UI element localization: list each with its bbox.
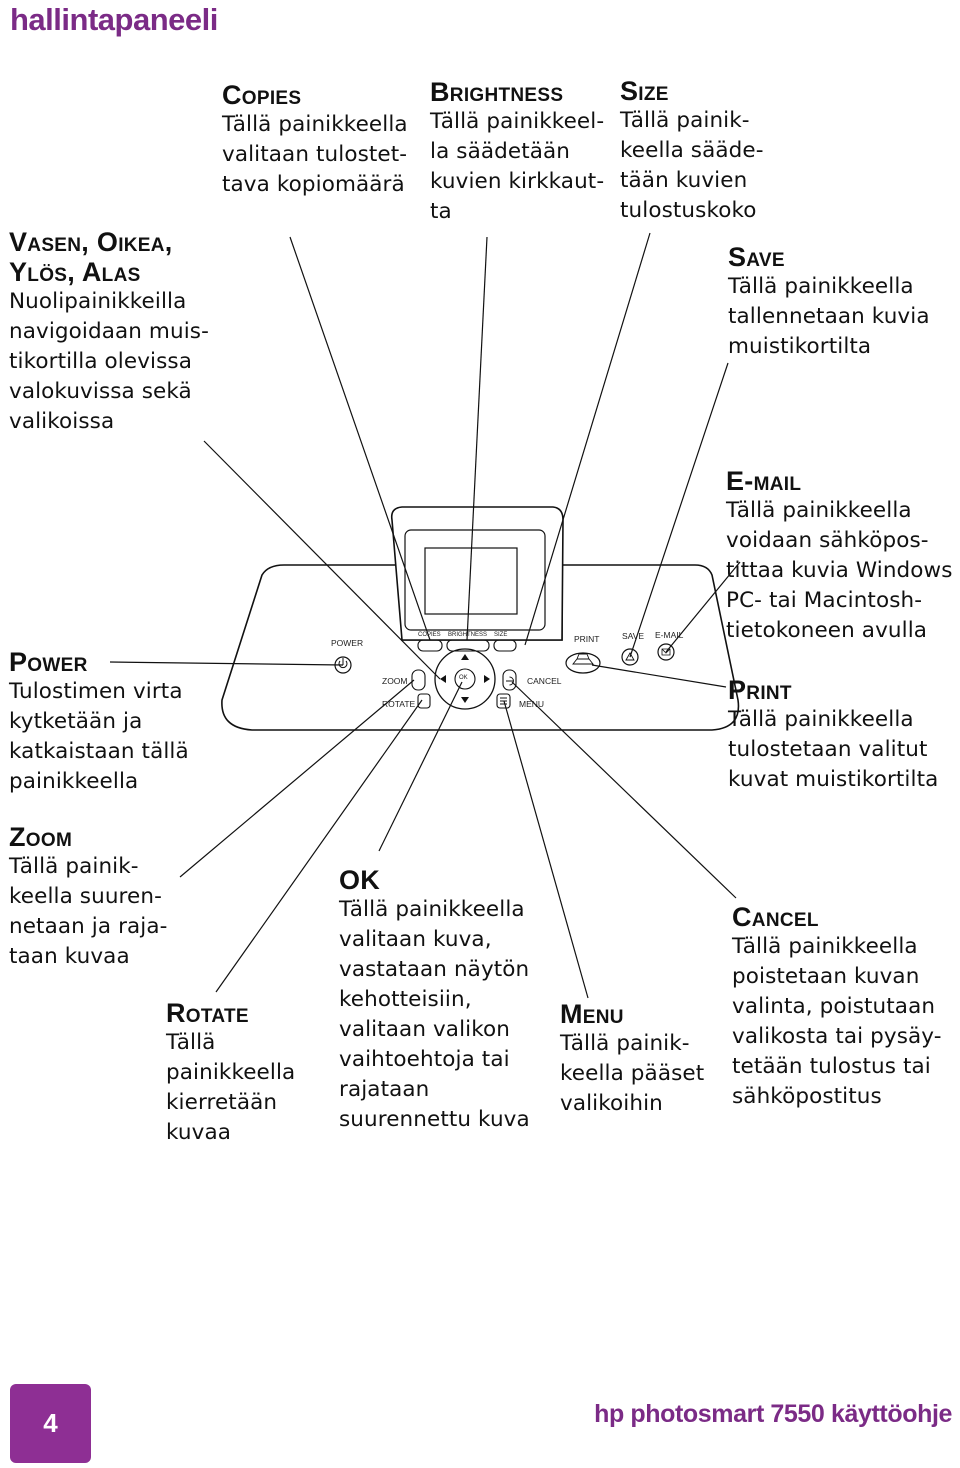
callout-rotate-text: Tällä painikkeella kierretään kuvaa [166,1030,296,1145]
callout-cancel-title: Cancel [732,902,819,932]
panel-label-zoom: ZOOM [382,676,408,686]
arrow-left-icon [440,675,446,683]
brightness-button-shape [446,639,490,652]
callout-arrows-text: Nuolipainikkeilla navigoidaan muis- tiko… [9,289,209,434]
leader-print [591,664,727,688]
callout-rotate-title: Rotate [166,998,249,1028]
leader-save [629,362,729,658]
callout-menu: Menu Tällä painik- keella pääset valikoi… [560,999,704,1119]
nav-pad [434,648,496,710]
leader-size [524,232,651,646]
panel-label-size: SIZE [494,632,508,638]
callout-brightness-text: Tällä painikkeel- la säädetään kuvien ki… [430,109,605,224]
callout-save-text: Tällä painikkeella tallennetaan kuvia mu… [728,274,930,359]
print-button-shape [565,652,601,674]
panel-label-power: POWER [331,638,364,648]
save-icon [625,652,635,661]
page-title: hallintapaneeli [10,2,218,37]
callout-size-text: Tällä painik- keella sääde- tään kuvien … [620,108,764,223]
panel-label-print: PRINT [574,634,600,644]
menu-icon [500,697,507,705]
rotate-button-shape [417,693,431,709]
callout-zoom-title: Zoom [9,822,73,852]
zoom-button-shape [411,669,426,691]
callout-menu-title: Menu [560,999,624,1029]
arrow-up-icon [461,654,469,660]
leader-cancel [511,681,737,899]
copies-button-shape [417,639,443,652]
panel-label-save: SAVE [622,631,645,641]
size-button-shape [493,639,517,652]
leader-lines [109,232,741,999]
callout-save-title: Save [728,242,785,272]
callout-zoom-text: Tällä painik- keella suuren- netaan ja r… [9,854,168,969]
callout-ok: OK Tällä painikkeella valitaan kuva, vas… [339,865,530,1135]
panel-label-cancel: CANCEL [527,676,562,686]
callout-power-text: Tulostimen virta kytketään ja katkaistaa… [9,679,189,794]
callout-brightness: Brightness Tällä painikkeel- la säädetää… [430,77,604,227]
leader-copies [289,236,431,641]
callout-copies: Copies Tällä painikkeella valitaan tulos… [222,80,408,200]
callout-brightness-title: Brightness [430,77,564,107]
leader-zoom [179,679,415,878]
callout-rotate: Rotate Tällä painikkeella kierretään kuv… [166,998,295,1148]
panel-label-ok: OK [459,675,468,681]
printer-body-outline [221,564,740,731]
power-icon [338,658,348,669]
page-number: 4 [43,1408,58,1438]
leader-ok [378,681,463,852]
arrow-down-icon [461,697,469,703]
panel-label-brightness: BRIGHTNESS [448,632,488,638]
callout-size-title: Size [620,76,669,106]
callout-email-title: E-mail [726,466,802,496]
leader-arrows [203,440,441,680]
callout-power: Power Tulostimen virta kytketään ja katk… [9,647,189,797]
callout-email: E-mail Tällä painikkeella voidaan sähköp… [726,466,953,646]
page-number-badge: 4 [10,1384,91,1463]
panel-label-rotate: ROTATE [382,699,416,709]
callout-zoom: Zoom Tällä painik- keella suuren- netaan… [9,822,168,972]
panel-label-email: E-MAIL [655,630,684,640]
leader-power [109,661,344,666]
callout-cancel-text: Tällä painikkeella poistetaan kuvan vali… [732,934,942,1109]
callout-size: Size Tällä painik- keella sääde- tään ku… [620,76,764,226]
panel-label-copies: COPIES [418,632,441,638]
callout-save: Save Tällä painikkeella tallennetaan kuv… [728,242,930,362]
lcd-housing [390,506,564,641]
callout-ok-text: Tällä painikkeella valitaan kuva, vastat… [339,897,530,1132]
callout-print-title: Print [728,675,792,705]
callout-email-text: Tällä painikkeella voidaan sähköpos- tit… [726,498,953,643]
cancel-icon [506,676,514,686]
panel-label-menu: MENU [519,699,545,709]
email-button-shape [657,643,675,661]
callout-print: Print Tällä painikkeella tulostetaan val… [728,675,938,795]
cancel-button-shape [502,669,517,691]
callout-menu-text: Tällä painik- keella pääset valikoihin [560,1031,705,1116]
callout-cancel: Cancel Tällä painikkeella poistetaan kuv… [732,902,942,1112]
callout-arrows-title: Vasen, Oikea, Ylös, Alas [9,227,173,287]
callout-ok-title: OK [339,865,381,895]
leader-email [665,561,741,653]
leader-menu [503,700,589,999]
ok-button-shape [454,668,476,690]
print-icon [572,653,594,665]
leader-rotate [215,699,423,993]
callout-copies-title: Copies [222,80,302,110]
callout-copies-text: Tällä painikkeella valitaan tulostet- ta… [222,112,408,197]
footer-title: hp photosmart 7550 käyttöohje [594,1400,952,1428]
leader-brightness [466,236,488,641]
email-icon [661,648,671,656]
arrow-right-icon [484,675,490,683]
callout-arrows: Vasen, Oikea, Ylös, Alas Nuolipainikkeil… [9,227,209,437]
save-button-shape [621,648,639,666]
callout-power-title: Power [9,647,88,677]
menu-button-shape [496,693,511,709]
callout-print-text: Tällä painikkeella tulostetaan valitut k… [728,707,939,792]
